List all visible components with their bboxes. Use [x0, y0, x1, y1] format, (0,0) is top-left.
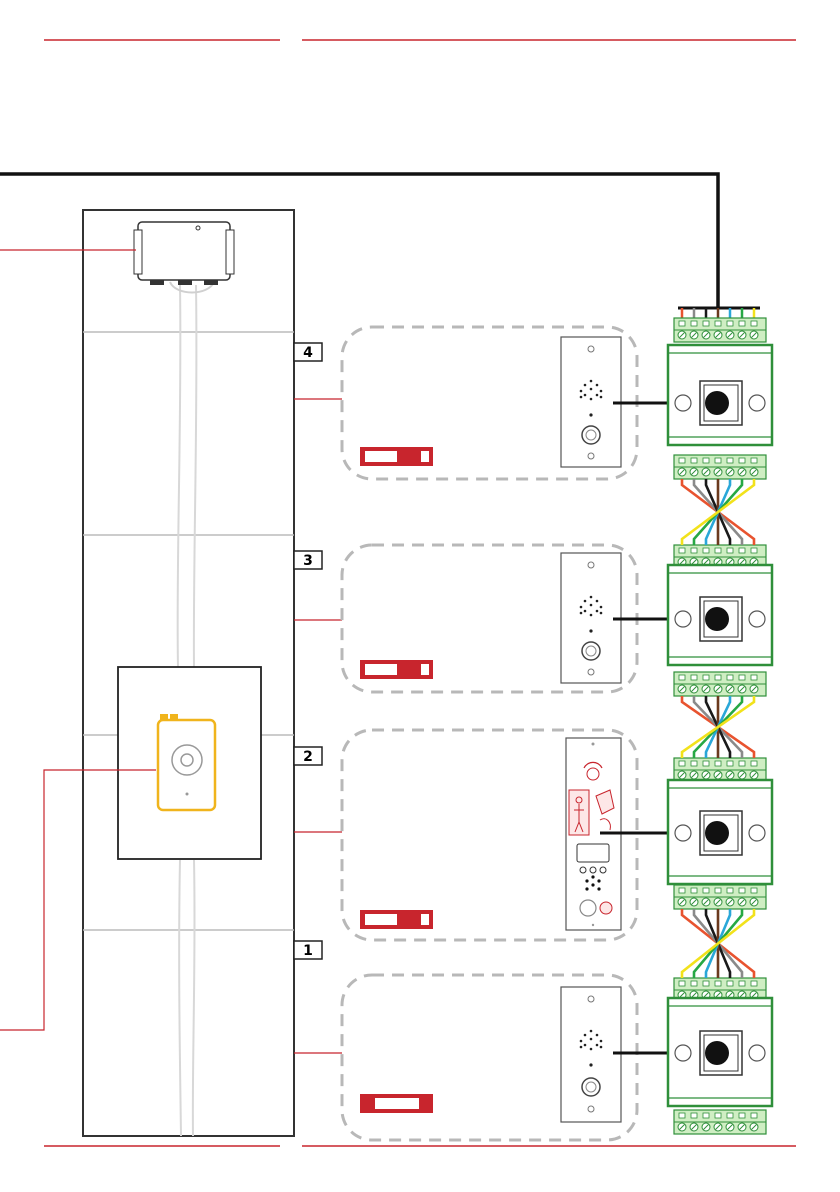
controller-box — [134, 222, 234, 285]
landing-station-1 — [561, 987, 621, 1122]
terminal-module-3 — [668, 545, 772, 696]
floor-tag-3 — [360, 660, 433, 679]
floor-tag-2 — [360, 910, 433, 929]
floor-label-1: 1 — [294, 941, 322, 959]
call-button-icon — [580, 900, 596, 916]
landing-station-3 — [561, 553, 621, 683]
terminal-connector-top — [674, 758, 766, 782]
call-button-icon — [582, 642, 600, 660]
terminal-connector-top — [674, 318, 766, 342]
rj45-socket-icon — [700, 597, 742, 641]
svg-text:1: 1 — [303, 943, 313, 959]
braille-button-icon — [600, 902, 612, 914]
terminal-connector-bottom — [674, 1110, 766, 1134]
terminal-connector-bottom — [674, 885, 766, 909]
floor-label-2: 2 — [294, 747, 322, 765]
terminal-connector-bottom — [674, 455, 766, 479]
svg-text:3: 3 — [303, 553, 313, 569]
terminal-connector-bottom — [674, 672, 766, 696]
call-button-icon — [582, 1078, 600, 1096]
rj45-socket-icon — [700, 811, 742, 855]
svg-text:4: 4 — [303, 345, 313, 361]
call-button-icon — [582, 426, 600, 444]
floor-tag-4 — [360, 447, 433, 466]
car-panel-device — [158, 720, 215, 810]
svg-text:2: 2 — [303, 749, 313, 765]
terminal-module-4 — [668, 318, 772, 479]
landing-station-4 — [561, 337, 621, 467]
rj45-socket-icon — [700, 381, 742, 425]
rj45-socket-icon — [700, 1031, 742, 1075]
terminal-module-1 — [668, 978, 772, 1134]
elevator-car — [118, 667, 261, 859]
terminal-module-2 — [668, 758, 772, 909]
floor-label-4: 4 — [294, 343, 322, 361]
floor-tag-1 — [360, 1094, 433, 1113]
floor-label-3: 3 — [294, 551, 322, 569]
